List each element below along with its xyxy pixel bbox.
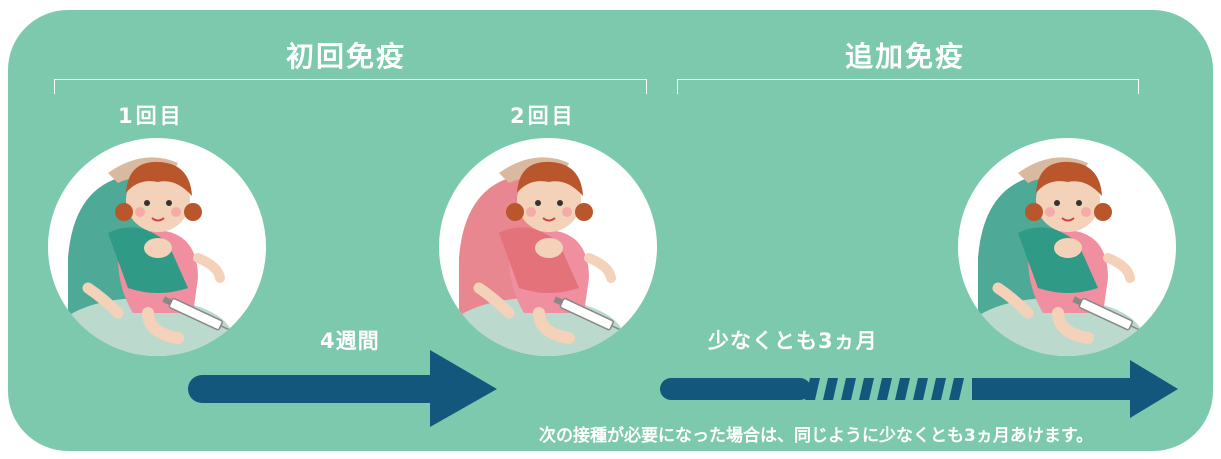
child-vaccination-icon [963, 157, 1147, 356]
primary-title: 初回免疫 [286, 40, 407, 73]
primary-arrow [188, 350, 497, 427]
dose1-label: 1回目 [118, 104, 184, 128]
dose2-label: 2回目 [510, 104, 576, 128]
booster-arrow [660, 360, 1178, 418]
booster-note: 次の接種が必要になった場合は、同じように少なくとも3ヵ月あけます。 [539, 426, 1094, 446]
booster-title: 追加免疫 [845, 40, 966, 73]
dose1-illustration [48, 138, 266, 356]
primary-bracket [54, 79, 647, 94]
dose2-illustration [439, 138, 657, 356]
child-vaccination-icon [53, 157, 237, 356]
child-vaccination-icon [444, 157, 628, 356]
booster-illustration [958, 138, 1176, 356]
primary-interval-label: 4週間 [320, 329, 380, 353]
booster-interval-label: 少なくとも3ヵ月 [708, 329, 878, 353]
booster-bracket [677, 79, 1139, 94]
